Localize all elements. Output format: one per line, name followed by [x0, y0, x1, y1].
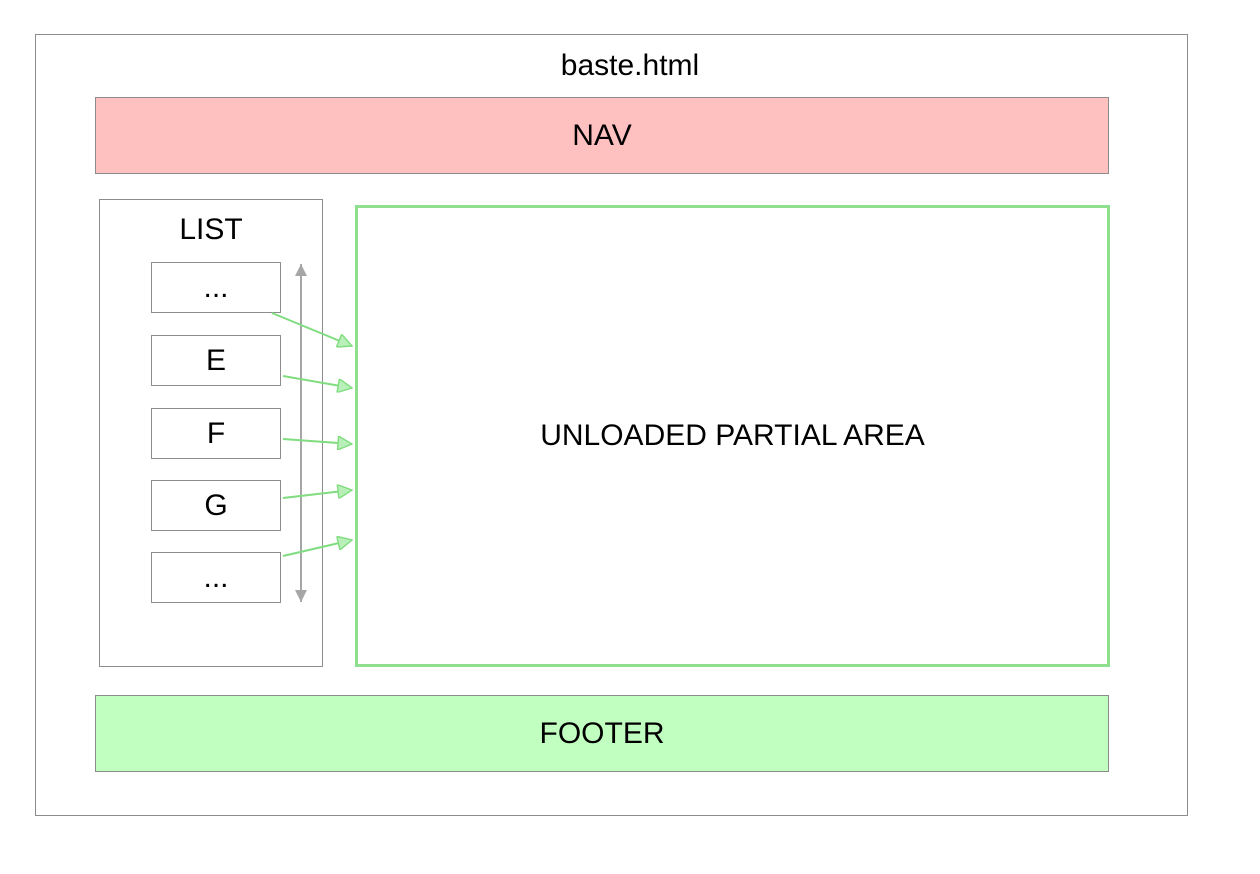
list-item: E: [151, 335, 281, 386]
list-item: ...: [151, 552, 281, 603]
list-title: LIST: [179, 213, 243, 246]
footer-bar: FOOTER: [95, 695, 1109, 772]
list-item: F: [151, 408, 281, 459]
nav-bar: NAV: [95, 97, 1109, 174]
list-item: G: [151, 480, 281, 531]
unloaded-partial-area: UNLOADED PARTIAL AREA: [355, 205, 1110, 667]
page-title: baste.html: [560, 49, 700, 82]
list-item: ...: [151, 262, 281, 313]
